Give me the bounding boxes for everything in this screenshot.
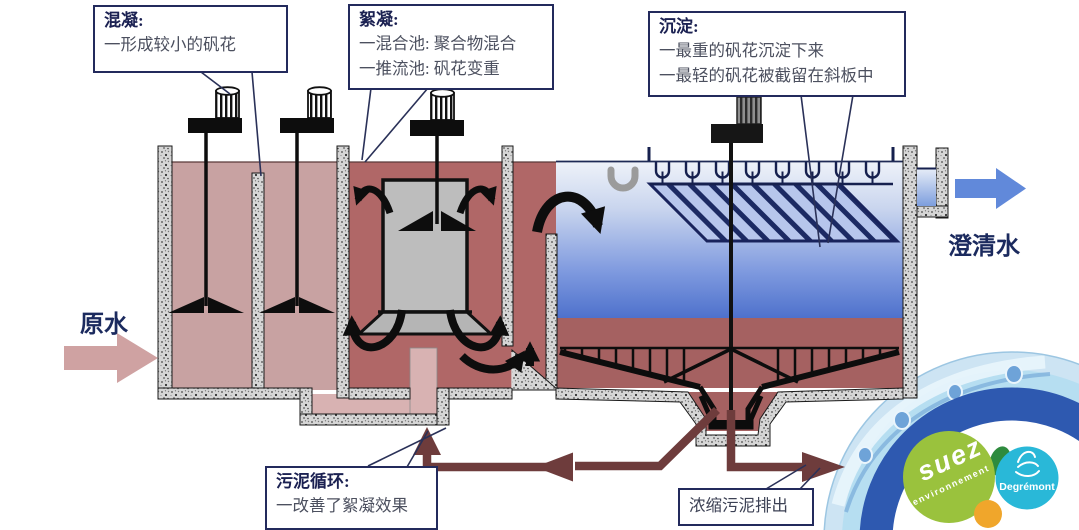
outer-wall-right xyxy=(902,145,918,399)
recirculation-riser-pipe xyxy=(409,347,438,417)
orange-dot xyxy=(974,500,1002,528)
callout-sludge-recirculation: 污泥循环: 一改善了絮凝效果 xyxy=(265,466,438,530)
sludge-scraper xyxy=(559,346,900,427)
mixer-2 xyxy=(259,86,335,313)
callout-line: 一最轻的矾花被截留在斜板中 xyxy=(659,66,874,86)
outer-wall-left xyxy=(157,145,173,399)
callout-title: 絮凝: xyxy=(359,10,399,29)
channel-floor xyxy=(299,413,446,426)
impeller-blade xyxy=(299,297,335,313)
callout-line: 一推流池: 矾花变重 xyxy=(359,59,500,79)
draft-tube xyxy=(381,178,469,314)
coag-floc-wall xyxy=(336,145,350,399)
mixer-mount xyxy=(280,118,334,133)
draft-tube-skirt xyxy=(355,310,495,336)
mixer-floc xyxy=(398,88,476,231)
collection-launders xyxy=(647,147,895,186)
impeller-blade xyxy=(168,297,204,313)
callout-title: 沉淀: xyxy=(659,17,699,36)
callout-line: 一形成较小的矾花 xyxy=(104,35,236,55)
scraper-drive-motor xyxy=(711,96,763,143)
mixer-motor-cap xyxy=(307,86,332,96)
mixer-1 xyxy=(168,86,244,313)
suez-degremont-logo xyxy=(823,351,1079,530)
sed-inlet-baffle xyxy=(545,233,558,391)
callout-pointers xyxy=(200,71,854,490)
clarified-water-label: 澄清水 xyxy=(948,234,1020,260)
mixer-motor-cap xyxy=(430,88,455,98)
flocculation-internals xyxy=(355,178,513,388)
mixer-mount xyxy=(410,120,464,136)
callout-line: 浓缩污泥排出 xyxy=(689,496,788,515)
callout-flocculation: 絮凝: 一混合池: 聚合物混合 一推流池: 矾花变重 xyxy=(348,4,554,90)
recirculation-up-arrowhead xyxy=(413,427,441,455)
coag-divider-wall xyxy=(251,172,265,391)
channel-wall-right xyxy=(436,387,450,426)
raw-water-arrow xyxy=(64,333,158,383)
mixer-mount xyxy=(188,118,242,133)
raw-water-label: 原水 xyxy=(80,312,128,338)
wave-highlight xyxy=(831,355,1046,507)
callout-line: 一改善了絮凝效果 xyxy=(276,496,408,516)
callout-coagulation: 混凝: 一形成较小的矾花 xyxy=(93,5,288,73)
impeller-blade xyxy=(398,211,433,231)
sed-floor-hopper xyxy=(555,387,904,447)
callout-title: 污泥循环: xyxy=(276,472,350,491)
floc-baffle xyxy=(501,145,514,347)
floc-floor-right xyxy=(448,387,513,400)
clarified-water-arrow xyxy=(955,168,1026,209)
sludge-piping xyxy=(413,406,845,482)
mixer-motor-cap xyxy=(215,86,240,96)
callout-sedimentation: 沉淀: 一最重的矾花沉淀下来 一最轻的矾花被截留在斜板中 xyxy=(648,11,906,97)
callout-line: 一最重的矾花沉淀下来 xyxy=(659,41,824,61)
impeller-blade xyxy=(208,297,244,313)
circulation-arrows xyxy=(342,185,606,374)
impeller-blade xyxy=(441,211,476,231)
callout-sludge-discharge: 浓缩污泥排出 xyxy=(678,488,814,526)
coag-floor xyxy=(157,387,301,400)
callout-line: 一混合池: 聚合物混合 xyxy=(359,34,517,54)
floc-floor-left xyxy=(348,387,411,400)
flow-hook-icon xyxy=(607,166,639,192)
outlet-box-floor xyxy=(916,205,949,218)
impeller-blade xyxy=(259,297,295,313)
callout-title: 混凝: xyxy=(104,11,144,30)
suez-circle xyxy=(903,431,995,523)
outlet-weir xyxy=(917,167,936,206)
swan-icon xyxy=(1015,450,1040,477)
degremont-circle xyxy=(995,446,1059,510)
